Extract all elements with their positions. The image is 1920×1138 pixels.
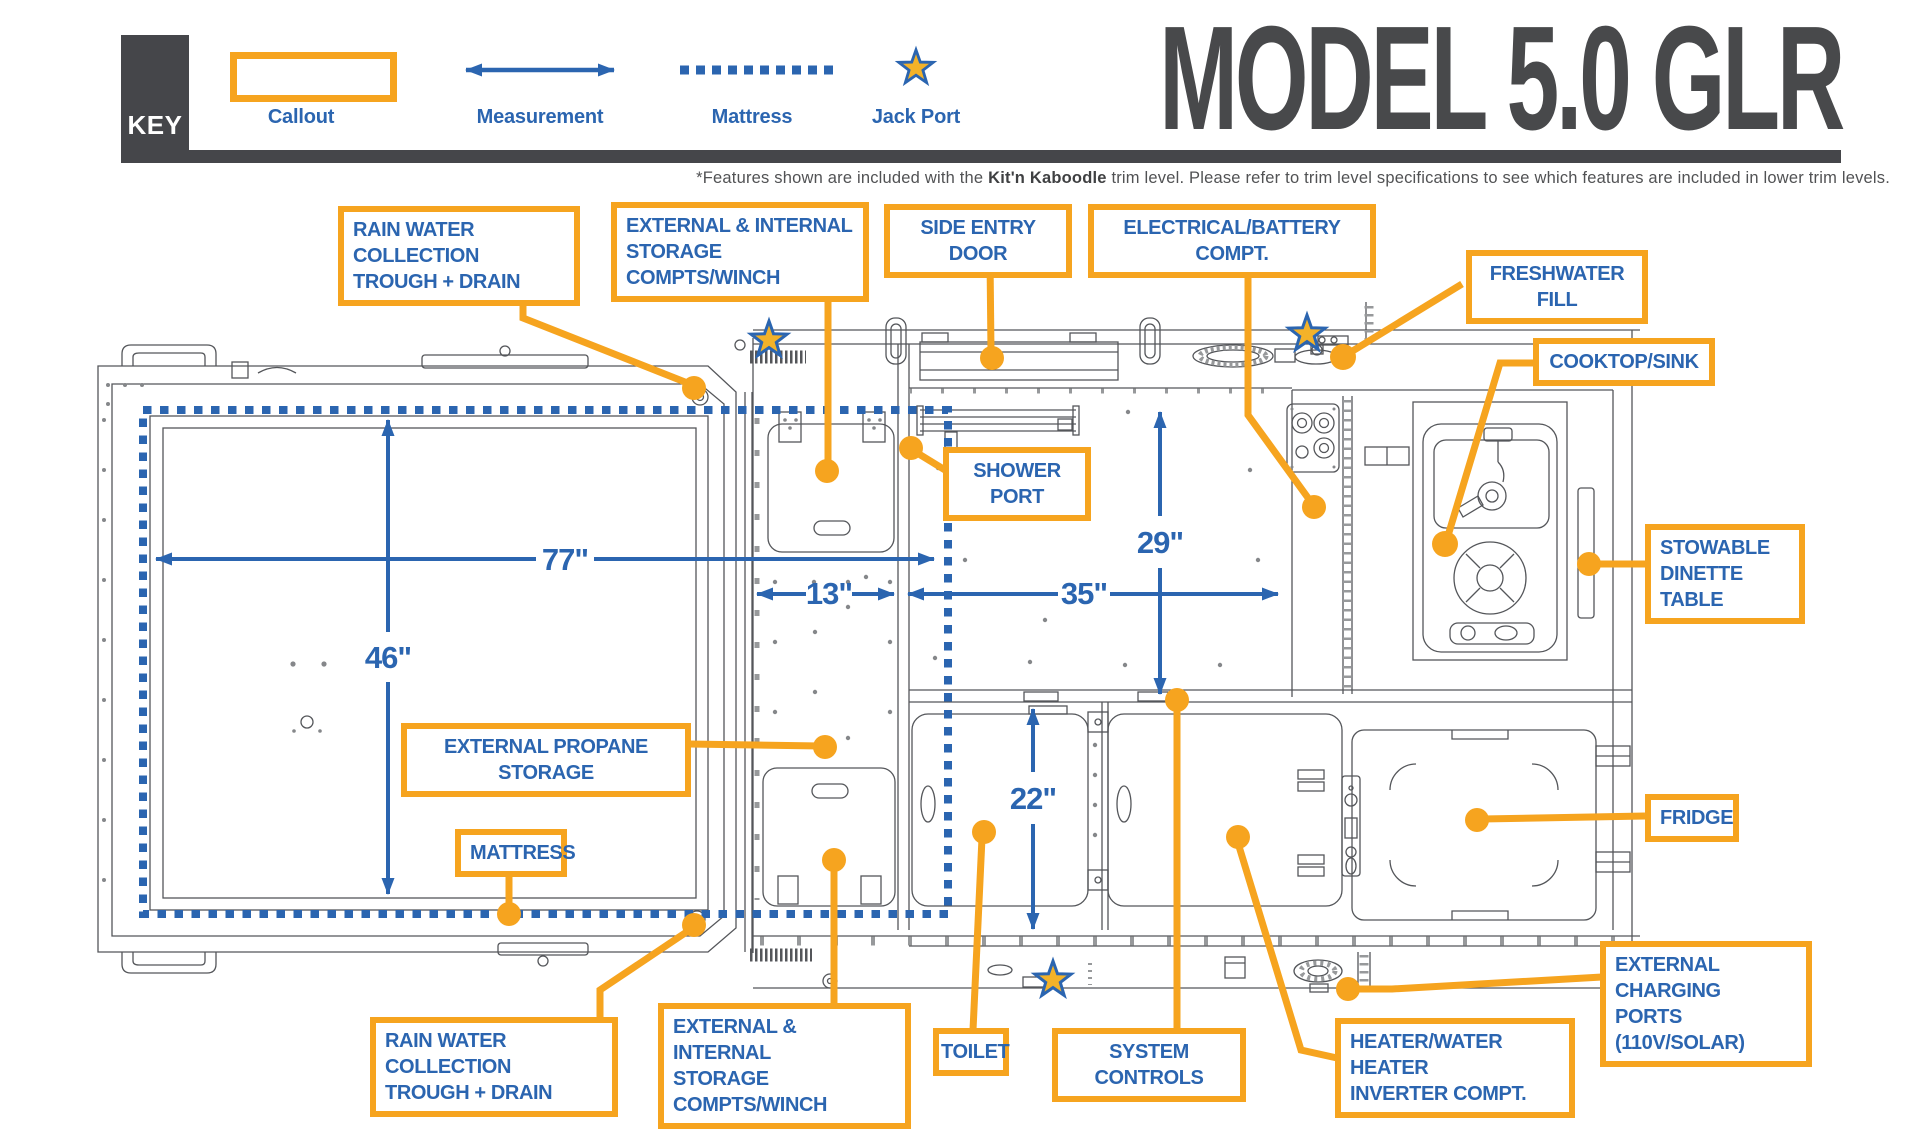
callout-leaders [505,254,1646,1062]
legend-label-mattress: Mattress [711,106,793,128]
legend-label-measurement: Measurement [476,106,604,128]
callout-side-entry-door: SIDE ENTRY DOOR [884,204,1072,278]
callout-rain-water-bottom: RAIN WATER COLLECTION TROUGH + DRAIN [370,1017,618,1117]
mattress-outline [139,406,952,918]
measurement-mattress-length: 77" [542,542,588,577]
legend-jack-port-star-icon [894,45,938,87]
legend-label-callout: Callout [267,106,335,128]
jack-port-star-icon [746,316,792,360]
callout-cooktop-sink: COOKTOP/SINK [1533,338,1715,386]
trim-level-note: *Features shown are included with the Ki… [696,169,1890,187]
key-box: KEY [121,35,189,151]
callout-freshwater-fill: FRESHWATER FILL [1466,250,1648,324]
callout-rain-water-top: RAIN WATER COLLECTION TROUGH + DRAIN [338,206,580,306]
winch-details [750,350,812,962]
callout-dots [497,344,1601,1001]
rivet-ticks [754,306,1635,986]
rivets [102,383,1336,882]
callout-charging-ports: EXTERNAL CHARGING PORTS (110V/SOLAR) [1600,941,1812,1067]
callout-toilet: TOILET [933,1028,1010,1076]
page-title: MODEL 5.0 GLR [1159,0,1845,161]
callout-mattress: MATTRESS [455,829,576,877]
measurement-galley-depth: 29" [1137,525,1183,560]
measurement-arrows [155,411,1279,930]
key-label: KEY [127,110,183,140]
measurement-galley-width: 35" [1061,576,1107,611]
measurement-mattress-width: 46" [365,640,411,675]
callout-storage-winch-bottom: EXTERNAL & INTERNAL STORAGE COMPTS/WINCH [658,1003,911,1129]
callout-system-controls: SYSTEM CONTROLS [1052,1028,1246,1102]
callout-dinette-table: STOWABLE DINETTE TABLE [1645,524,1805,624]
legend-callout-swatch [230,52,397,102]
callout-storage-winch-top: EXTERNAL & INTERNAL STORAGE COMPTS/WINCH [611,202,869,302]
measurement-storage-width: 13" [806,576,852,611]
trailer-linework [97,302,1640,993]
callout-propane-storage: EXTERNAL PROPANE STORAGE [401,723,691,797]
callout-heater-inverter: HEATER/WATER HEATER INVERTER COMPT. [1335,1018,1575,1118]
measurement-compartment-depth: 22" [1010,781,1056,816]
callout-electrical-battery: ELECTRICAL/BATTERY COMPT. [1088,204,1376,278]
callout-fridge: FRIDGE [1645,794,1739,842]
legend-label-jack-port: Jack Port [871,106,961,128]
callout-shower-port: SHOWER PORT [943,447,1091,521]
header-bar [121,150,1841,163]
jack-port-star-icon [1030,956,1076,1000]
jack-port-star-icon [1284,310,1330,354]
